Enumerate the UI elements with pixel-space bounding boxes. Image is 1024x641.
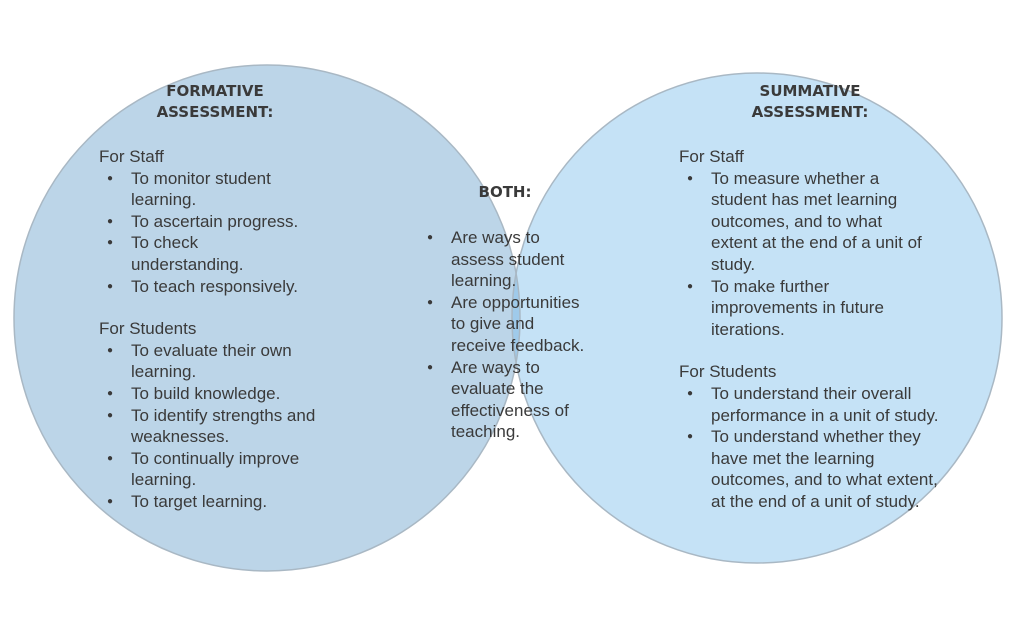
formative-staff-list: To monitor student learning. To ascertai… <box>99 168 339 298</box>
list-item: Are ways to evaluate the effectiveness o… <box>419 357 591 443</box>
list-item: To monitor student learning. <box>99 168 339 211</box>
formative-title-line2: ASSESSMENT: <box>156 103 274 121</box>
list-item: To build knowledge. <box>99 383 339 405</box>
both-title: BOTH: <box>455 182 555 203</box>
list-item: To continually improve learning. <box>99 448 339 491</box>
list-item: To understand whether they have met the … <box>679 426 941 512</box>
formative-students-list: To evaluate their own learning. To build… <box>99 340 339 513</box>
list-item: To identify strengths and weaknesses. <box>99 405 321 448</box>
formative-title-line1: FORMATIVE <box>166 82 264 100</box>
list-item: To make further improvements in future i… <box>679 276 919 341</box>
list-item: To ascertain progress. <box>99 211 339 233</box>
list-item: To understand their overall performance … <box>679 383 949 426</box>
list-item: To teach responsively. <box>99 276 339 298</box>
summative-staff-label: For Staff <box>679 147 744 166</box>
summative-title-line1: SUMMATIVE <box>759 82 861 100</box>
both-content: Are ways to assess student learning. Are… <box>419 227 591 443</box>
list-item: To target learning. <box>99 491 339 513</box>
formative-students-label: For Students <box>99 319 197 339</box>
list-item: To evaluate their own learning. <box>99 340 339 383</box>
list-item: Are ways to assess student learning. <box>419 227 571 292</box>
both-list: Are ways to assess student learning. Are… <box>419 227 591 443</box>
summative-students-list: To understand their overall performance … <box>679 383 949 513</box>
formative-title: FORMATIVE ASSESSMENT: <box>135 81 295 123</box>
list-item: To measure whether a student has met lea… <box>679 168 929 276</box>
summative-staff-list: To measure whether a student has met lea… <box>679 168 949 341</box>
both-title-text: BOTH: <box>478 183 532 201</box>
summative-students-label: For Students <box>679 362 777 382</box>
list-item: To check understanding. <box>99 232 271 275</box>
summative-title: SUMMATIVE ASSESSMENT: <box>730 81 890 123</box>
summative-title-line2: ASSESSMENT: <box>751 103 869 121</box>
formative-content: For Staff To monitor student learning. T… <box>99 146 339 513</box>
formative-staff-label: For Staff <box>99 147 164 166</box>
summative-content: For Staff To measure whether a student h… <box>679 146 949 513</box>
list-item: Are opportunities to give and receive fe… <box>419 292 591 357</box>
